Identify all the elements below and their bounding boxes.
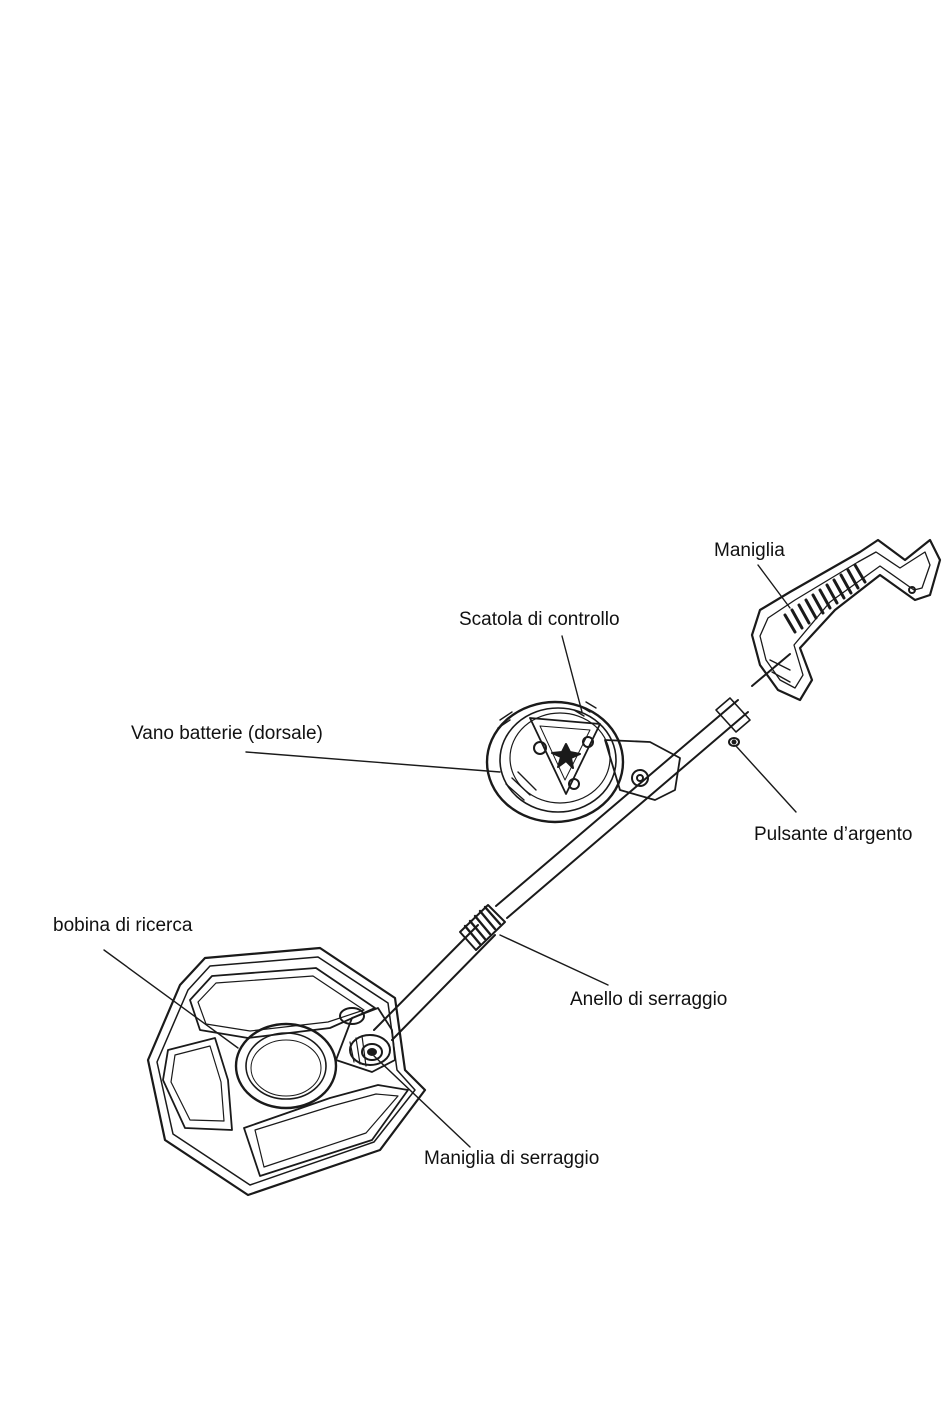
label-clamp-handle: Maniglia di serraggio: [424, 1149, 599, 1168]
lower-shaft: [374, 925, 495, 1040]
clamp-ring: [460, 905, 505, 950]
label-battery-compartment: Vano batterie (dorsale): [131, 724, 323, 743]
label-silver-button: Pulsante d’argento: [754, 825, 912, 844]
leader-silver-button: [736, 746, 796, 812]
label-handle: Maniglia: [714, 541, 785, 560]
label-search-coil: bobina di ricerca: [53, 916, 192, 935]
leader-battery: [246, 752, 500, 772]
leader-control-box: [562, 636, 582, 712]
search-coil: [148, 948, 425, 1195]
control-box: [487, 702, 623, 822]
leader-clamp-handle: [374, 1056, 470, 1147]
label-control-box: Scatola di controllo: [459, 610, 620, 629]
handle: [752, 540, 940, 700]
silver-button: [729, 738, 739, 746]
control-box-bracket: [605, 740, 680, 800]
label-clamp-ring: Anello di serraggio: [570, 990, 727, 1009]
leader-lines: [104, 565, 796, 1147]
leader-clamp-ring: [500, 935, 608, 985]
